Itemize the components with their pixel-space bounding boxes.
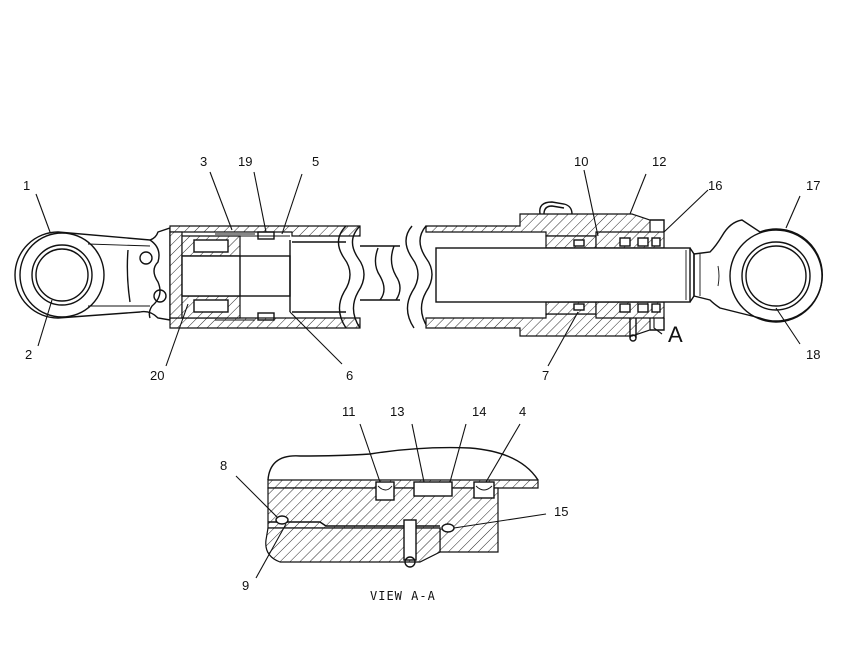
view-label: VIEW A-A (370, 589, 436, 603)
callout-12: 12 (652, 154, 666, 169)
leader-lines (35, 169, 801, 579)
callout-3: 3 (200, 154, 207, 169)
right-rod-eye (693, 219, 824, 323)
callout-10: 10 (574, 154, 588, 169)
callout-1: 1 (23, 178, 30, 193)
callout-4: 4 (519, 404, 526, 419)
left-barrel-section (169, 225, 401, 329)
left-rod-eye (14, 227, 171, 321)
callout-19: 19 (238, 154, 252, 169)
callout-18: 18 (806, 347, 820, 362)
view-a-a-detail (265, 446, 539, 568)
callout-17: 17 (806, 178, 820, 193)
callout-8: 8 (220, 458, 227, 473)
callout-13: 13 (390, 404, 404, 419)
section-marker-a: A (668, 322, 683, 347)
callout-15: 15 (554, 504, 568, 519)
right-barrel-section (405, 201, 665, 342)
callout-16: 16 (708, 178, 722, 193)
callout-9: 9 (242, 578, 249, 593)
callout-11: 11 (342, 404, 356, 419)
callout-5: 5 (312, 154, 319, 169)
callout-7: 7 (542, 368, 549, 383)
callout-20: 20 (150, 368, 164, 383)
piston-rod (435, 247, 695, 303)
callout-6: 6 (346, 368, 353, 383)
callout-labels: 1 2 3 19 5 20 6 10 12 16 17 7 18 11 13 1… (23, 154, 820, 593)
callout-14: 14 (472, 404, 486, 419)
callout-2: 2 (25, 347, 32, 362)
